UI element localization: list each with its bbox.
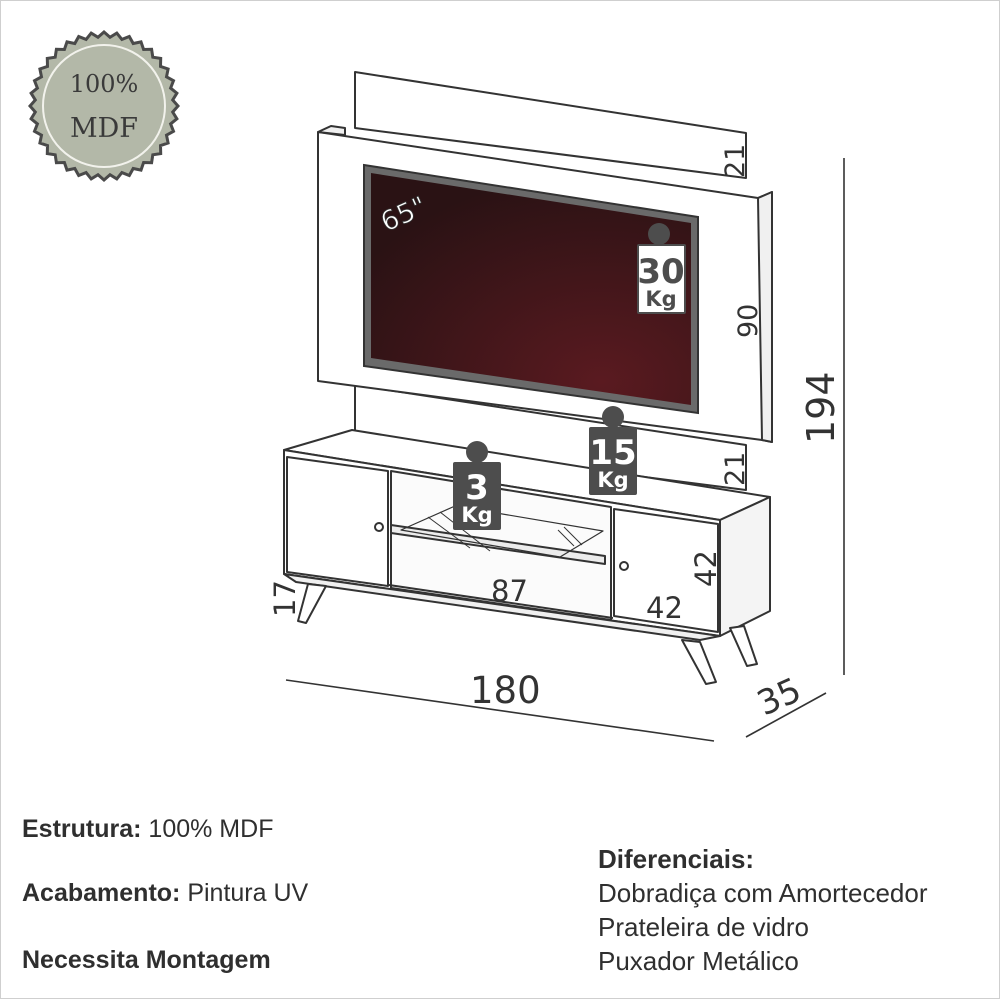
mdf-seal-badge: 100% MDF <box>27 29 181 183</box>
spec-acabamento-value: Pintura UV <box>187 879 309 907</box>
spec-acabamento-label: Acabamento: <box>22 879 181 907</box>
weight-panel-unit: Kg <box>645 287 676 311</box>
weight-shelf-value: 3 <box>465 468 489 508</box>
diferenciais-block: Diferenciais: Dobradiça com Amortecedor … <box>598 842 927 978</box>
dim-door-height: 42 <box>689 550 723 587</box>
television <box>363 163 699 415</box>
seal-shape <box>27 29 181 183</box>
rack-legs <box>297 583 758 685</box>
weight-top-unit: Kg <box>597 468 628 492</box>
diferencial-item: Dobradiça com Amortecedor <box>598 878 928 908</box>
back-panel <box>354 71 747 491</box>
spec-montagem: Necessita Montagem <box>22 946 271 975</box>
dim-panel-bottom: 21 <box>720 452 751 486</box>
dim-depth: 35 <box>751 670 807 724</box>
dimension-lines <box>285 158 845 742</box>
dim-total-height: 194 <box>799 371 843 444</box>
weight-shelf-unit: Kg <box>461 503 492 527</box>
dim-panel-mid: 90 <box>733 304 764 338</box>
dim-niche: 87 <box>491 574 528 608</box>
badge-line2: MDF <box>70 113 138 144</box>
weight-panel-value: 30 <box>637 252 684 292</box>
dim-door-width: 42 <box>646 591 683 625</box>
spec-montagem-text: Necessita Montagem <box>22 946 271 974</box>
dim-width: 180 <box>470 669 541 712</box>
badge-line1: 100% <box>70 70 139 98</box>
spec-estrutura-label: Estrutura: <box>22 815 142 843</box>
spec-estrutura-value: 100% MDF <box>148 815 274 843</box>
dim-legs: 17 <box>268 580 302 617</box>
tv-rack <box>283 429 771 641</box>
spec-estrutura: Estrutura: 100% MDF <box>22 815 273 844</box>
dim-panel-top: 21 <box>720 144 751 178</box>
weight-tag-panel: 30 Kg <box>637 223 686 314</box>
weight-tag-top: 15 Kg <box>589 406 637 495</box>
diferencial-item: Puxador Metálico <box>598 946 799 976</box>
diferenciais-title: Diferenciais: <box>598 844 755 874</box>
spec-acabamento: Acabamento: Pintura UV <box>22 879 308 908</box>
diferencial-item: Prateleira de vidro <box>598 912 809 942</box>
weight-top-value: 15 <box>589 433 636 473</box>
weight-tag-shelf: 3 Kg <box>453 441 501 530</box>
